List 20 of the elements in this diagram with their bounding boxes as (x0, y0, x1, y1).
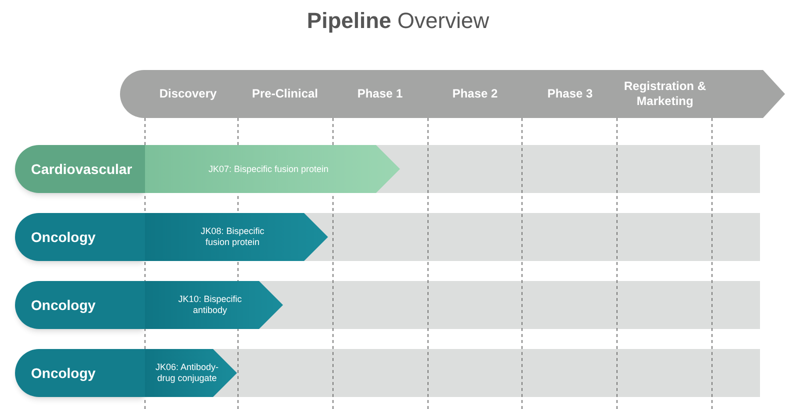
therapeutic-area-pill (15, 145, 145, 193)
stage-label: Registration & Marketing (622, 79, 707, 109)
stage-label: Phase 1 (356, 86, 404, 102)
stage-label: Phase 2 (451, 86, 499, 102)
area-label: Oncology (31, 364, 96, 383)
program-label: JK07: Bispecific fusion protein (208, 164, 329, 174)
program-label: JK08: Bispecific fusion protein (200, 226, 266, 248)
therapeutic-area-pill (15, 281, 145, 329)
therapeutic-area-pill (15, 349, 145, 397)
title: Pipeline Overview (306, 7, 490, 35)
area-label: Cardiovascular (31, 160, 132, 178)
stage-label: Pre-Clinical (250, 86, 320, 102)
stage-label: Discovery (158, 86, 218, 102)
program-label: JK06: Antibody-drug conjugate (154, 362, 220, 384)
therapeutic-area-pill (15, 213, 145, 261)
program-label: JK10: Bispecific antibody (177, 294, 243, 316)
area-label: Oncology (31, 228, 96, 247)
stage-label: Phase 3 (546, 86, 594, 102)
area-label: Oncology (31, 296, 96, 315)
stage-arrow-band (120, 70, 785, 118)
